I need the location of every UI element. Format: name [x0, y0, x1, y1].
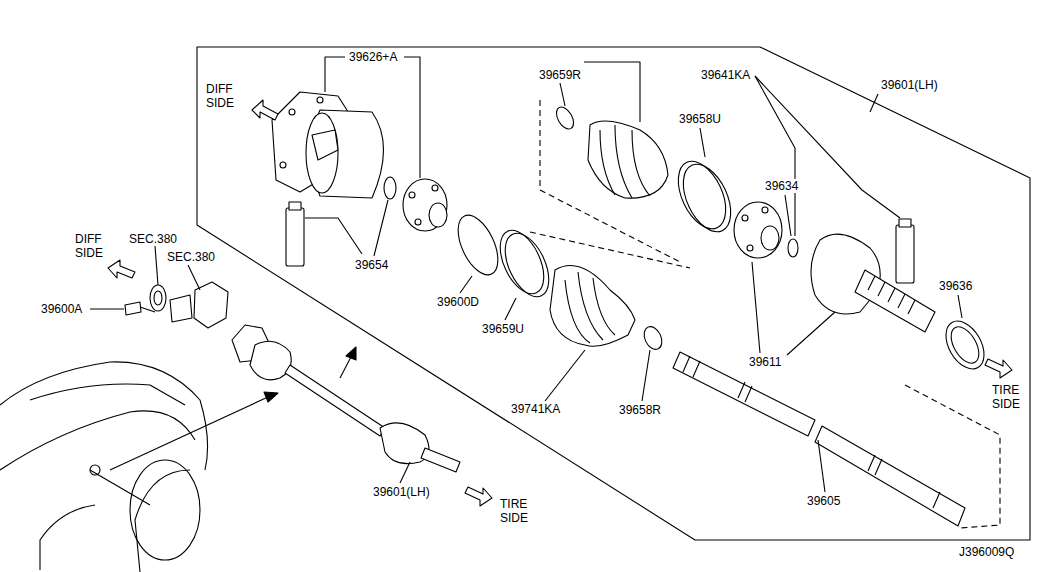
leader-line: [90, 57, 962, 492]
section-reference: SEC.380: [128, 232, 178, 246]
section-reference: SEC.380: [166, 250, 216, 264]
callout-number: 39636: [938, 279, 973, 293]
callout-number: 39659U: [481, 322, 525, 336]
direction-label: TIRE SIDE: [991, 383, 1021, 411]
circlip: [384, 177, 396, 199]
direction-label: DIFF SIDE: [205, 82, 235, 110]
pointer-arrow: [110, 347, 356, 470]
direction-label: DIFF SIDE: [74, 232, 104, 260]
callout-number: 39611: [748, 355, 782, 369]
boot-fold: [600, 125, 650, 198]
callout-number: 39659R: [538, 68, 582, 82]
vehicle-outline: [0, 362, 208, 572]
boot-band: [491, 224, 557, 304]
callout-number: 39601(LH): [372, 485, 431, 499]
spline-stub: [855, 270, 935, 332]
boot: [550, 266, 635, 347]
boot-fold: [565, 272, 615, 343]
callout-number: 39605: [806, 494, 841, 508]
cv-joint: [734, 202, 782, 258]
boot: [588, 121, 668, 198]
diagram-code: J396009Q: [958, 545, 1015, 559]
dashed-group: [530, 100, 1000, 528]
boot-band: [553, 104, 577, 132]
direction-label: TIRE SIDE: [499, 497, 529, 525]
shaft: [673, 352, 965, 526]
boot-band: [641, 324, 666, 353]
callout-number: 39641KA: [700, 68, 751, 82]
seal-ring: [938, 314, 992, 375]
callout-number: 39600A: [40, 302, 83, 316]
callout-number: 39654: [354, 258, 389, 272]
callout-number: 39601(LH): [880, 78, 939, 92]
callout-number: 39600D: [436, 295, 480, 309]
grease-tube: [286, 202, 914, 283]
joint-housing: [272, 92, 384, 198]
callout-number: 39658U: [678, 112, 722, 126]
direction-arrow: [108, 100, 1012, 506]
driveshaft-assembly: [125, 282, 460, 472]
boot-band: [669, 154, 741, 239]
snap-ring: [450, 209, 506, 281]
tripod-joint: [403, 179, 447, 231]
callout-number: 39741KA: [510, 402, 561, 416]
callout-number: 39634: [764, 179, 799, 193]
callout-number: 39658R: [618, 403, 662, 417]
callout-number: 39626+A: [348, 50, 398, 64]
circlip: [788, 239, 798, 257]
group-frame: [197, 47, 1030, 540]
